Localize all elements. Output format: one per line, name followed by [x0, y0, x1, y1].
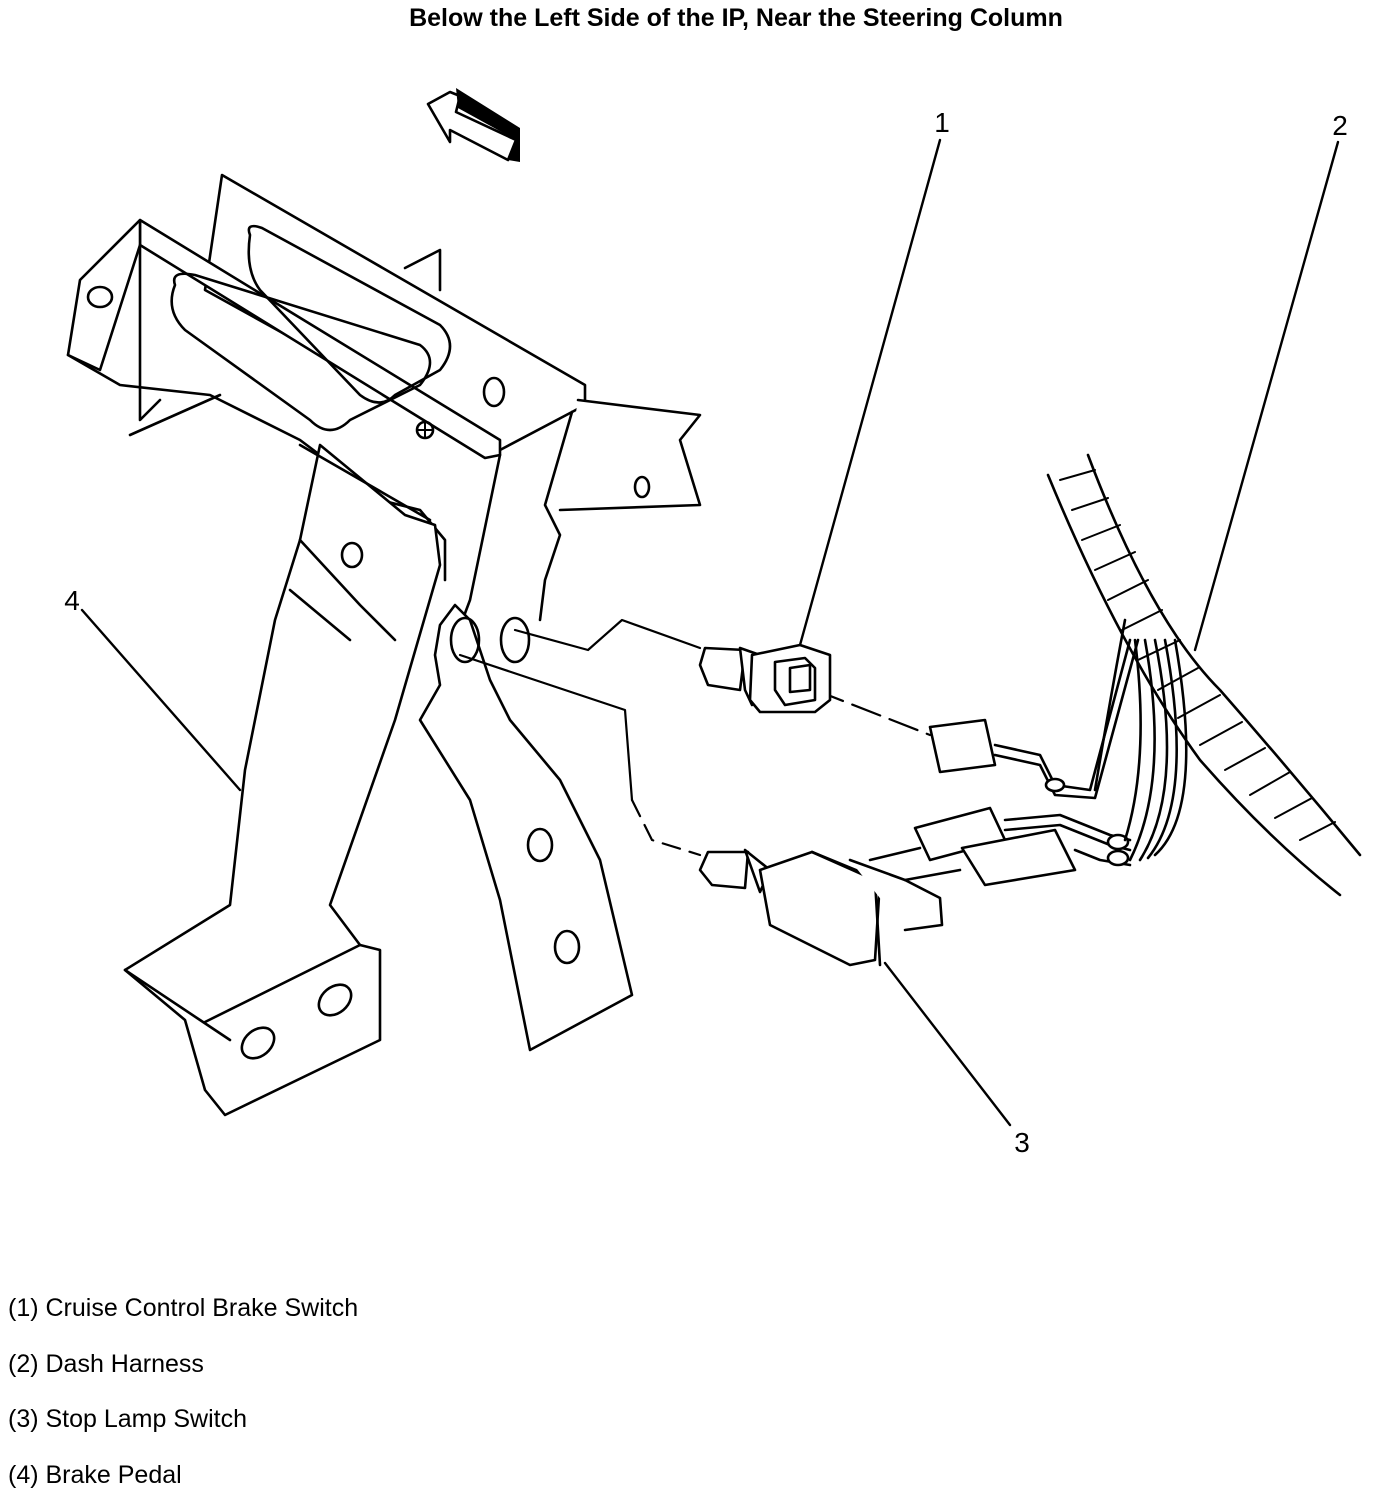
- stop-lamp-switch: [700, 850, 942, 965]
- switch-mount-arm: [420, 605, 632, 1050]
- legend-item-brake-pedal: (4) Brake Pedal: [8, 1457, 358, 1512]
- legend: (1) Cruise Control Brake Switch (2) Dash…: [8, 1290, 358, 1512]
- legend-item-stop-lamp-switch: (3) Stop Lamp Switch: [8, 1401, 358, 1457]
- brake-switch-diagram: 1 2 3 4: [0, 0, 1392, 1280]
- leader-line-4: [82, 610, 240, 790]
- leader-line-3: [885, 963, 1010, 1125]
- leader-line-2: [1195, 142, 1338, 650]
- forward-arrow-icon: [428, 88, 520, 162]
- legend-item-dash-harness: (2) Dash Harness: [8, 1346, 358, 1402]
- cruise-control-brake-switch: [700, 645, 830, 712]
- legend-item-cruise-control-brake-switch: (1) Cruise Control Brake Switch: [8, 1290, 358, 1346]
- switch-mount-hole: [501, 618, 529, 662]
- leader-line-1: [800, 140, 940, 645]
- brake-pedal: [125, 445, 440, 1115]
- callout-3: 3: [1014, 1127, 1030, 1158]
- callout-1: 1: [934, 107, 950, 138]
- callout-2: 2: [1332, 110, 1348, 141]
- callout-4: 4: [64, 585, 80, 616]
